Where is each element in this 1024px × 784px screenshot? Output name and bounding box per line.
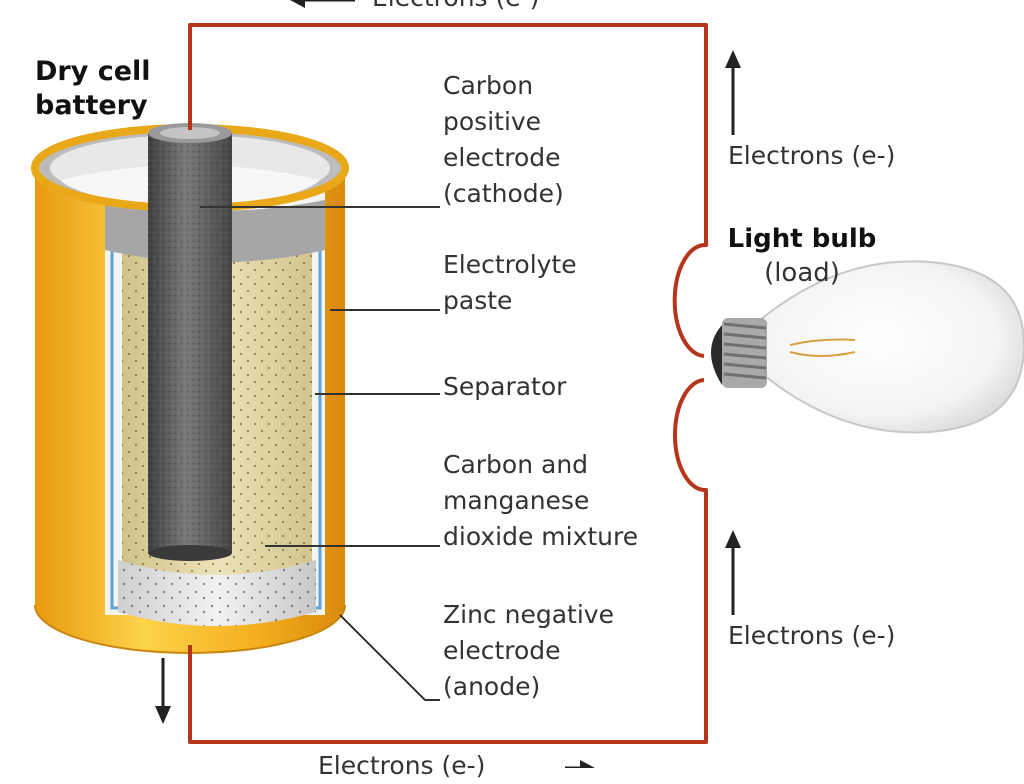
arrow-right-upper (725, 50, 741, 135)
label-separator: Separator (443, 369, 566, 405)
light-bulb-title: Light bulb (727, 224, 877, 254)
label-anode: Zinc negative electrode (anode) (443, 597, 614, 705)
label-cathode: Carbon positive electrode (cathode) (443, 68, 564, 212)
label-anode-line3: (anode) (443, 672, 541, 701)
electrons-label-bottom: Electrons (e-) (318, 751, 486, 780)
arrow-down-left (155, 658, 171, 724)
label-electrolyte-line2: paste (443, 286, 513, 315)
battery-title-line1: Dry cell (35, 56, 151, 87)
arrow-right-lower (725, 530, 741, 615)
label-cathode-line2: positive (443, 107, 542, 136)
battery-title-line2: battery (35, 90, 148, 121)
electrons-label-right-lower: Electrons (e-) (728, 621, 896, 650)
light-bulb-subtitle: (load) (764, 258, 840, 288)
label-cathode-line4: (cathode) (443, 179, 564, 208)
label-anode-line2: electrode (443, 636, 561, 665)
circuit-wire (188, 23, 708, 744)
electrons-label-right-upper: Electrons (e-) (728, 141, 896, 170)
diagram-graphics (31, 0, 1024, 768)
label-electrolyte-line1: Electrolyte (443, 250, 577, 279)
battery-title: Dry cell battery (35, 55, 151, 123)
light-bulb-icon (711, 260, 1024, 434)
label-cathode-line3: electrode (443, 143, 561, 172)
leader-lines (200, 206, 440, 701)
dry-cell-diagram: Dry cell battery Carbon positive electro… (31, 0, 1024, 780)
arrow-icon (155, 0, 741, 768)
leader-anode (339, 614, 440, 701)
label-mixture-line1: Carbon and (443, 450, 589, 479)
label-mixture-line2: manganese (443, 486, 590, 515)
electrons-label-top: Electrons (e-) (372, 0, 539, 16)
label-mixture-line3: dioxide mixture (443, 522, 639, 551)
battery-icon (31, 123, 349, 654)
arrow-bottom-right (565, 760, 595, 768)
label-anode-line1: Zinc negative (443, 600, 614, 629)
label-electrolyte: Electrolyte paste (443, 247, 577, 319)
arrow-top-left (290, 0, 355, 8)
label-separator-line1: Separator (443, 372, 567, 401)
label-light-bulb: Light bulb (load) (722, 222, 882, 290)
label-cathode-line1: Carbon (443, 71, 534, 100)
label-mixture: Carbon and manganese dioxide mixture (443, 447, 638, 555)
